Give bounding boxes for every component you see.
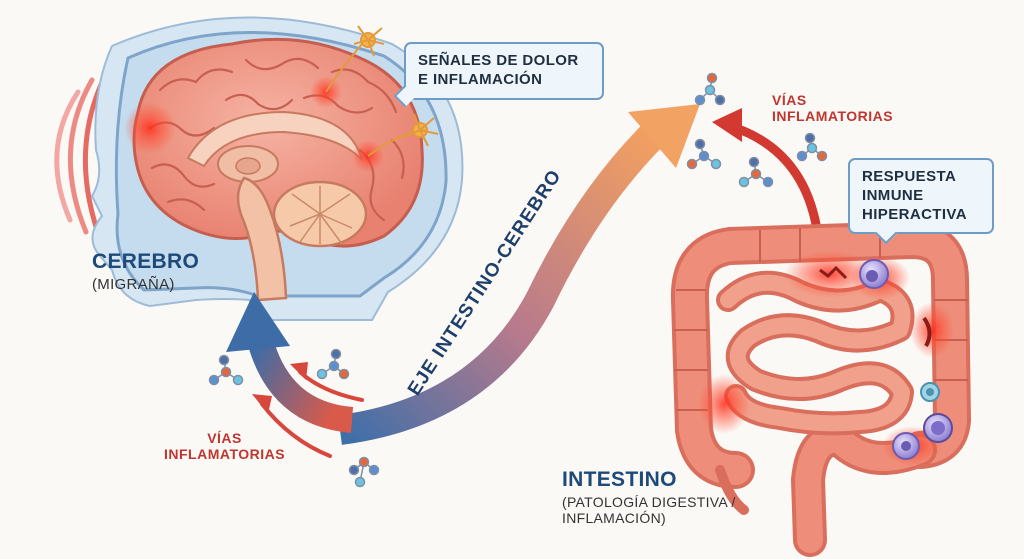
brain-gyri: [148, 57, 405, 222]
callout-line: E INFLAMACIÓN: [418, 70, 543, 88]
pathways-line: INFLAMATORIAS: [772, 108, 894, 125]
molecule-icon: [738, 156, 774, 188]
intestine: [670, 220, 972, 557]
brain-inflammation-hotspot: [124, 102, 176, 154]
brainstem: [236, 176, 288, 302]
molecule-icon: [796, 132, 828, 162]
pathways-label-top: VÍAS INFLAMATORIAS: [772, 92, 893, 124]
pathways-line: VÍAS: [772, 92, 807, 108]
callout-line: INMUNE: [862, 186, 924, 204]
gut-subtitle-line: INFLAMACIÓN): [562, 510, 666, 527]
callout-line: HIPERACTIVA: [862, 205, 967, 223]
neuron-icon: [325, 25, 385, 93]
gut-title: INTESTINO: [562, 468, 677, 491]
immune-cell-icon: [859, 259, 889, 289]
gut-subtitle-line: (PATOLOGÍA DIGESTIVA /: [562, 494, 736, 510]
neuron-icon: [367, 113, 439, 157]
inflammatory-pathway-arrow-top: [712, 108, 823, 237]
immune-cell-icon: [920, 382, 940, 402]
callout-line: SEÑALES DE DOLOR: [418, 52, 579, 69]
gut-subtitle: (PATOLOGÍA DIGESTIVA / INFLAMACIÓN): [562, 494, 736, 526]
gut-inflammation-hotspot: [910, 302, 954, 358]
gut-inflammation-hotspot: [698, 374, 750, 434]
pain-signals-callout: SEÑALES DE DOLOR E INFLAMACIÓN: [404, 42, 604, 100]
pathways-line: INFLAMATORIAS: [164, 446, 286, 463]
pathways-label-left: VÍAS INFLAMATORIAS: [164, 430, 285, 462]
immune-response-callout: RESPUESTA INMUNE HIPERACTIVA: [848, 158, 994, 235]
immune-cell-icon: [892, 432, 920, 460]
brain: [124, 37, 424, 302]
immune-cell-icon: [923, 413, 953, 443]
molecule-icon: [686, 138, 722, 170]
brain-subtitle: (MIGRAÑA): [92, 276, 175, 293]
molecule-icon: [694, 72, 726, 106]
callout-line: RESPUESTA: [862, 168, 957, 185]
molecule-icon: [208, 354, 244, 386]
molecule-icon: [316, 348, 350, 380]
molecule-icon: [348, 456, 380, 488]
pathways-line: VÍAS: [207, 430, 242, 446]
brain-title: CEREBRO: [92, 250, 200, 273]
gut-brain-axis-arrow: [338, 104, 700, 445]
brain-return-arrow: [226, 292, 354, 433]
